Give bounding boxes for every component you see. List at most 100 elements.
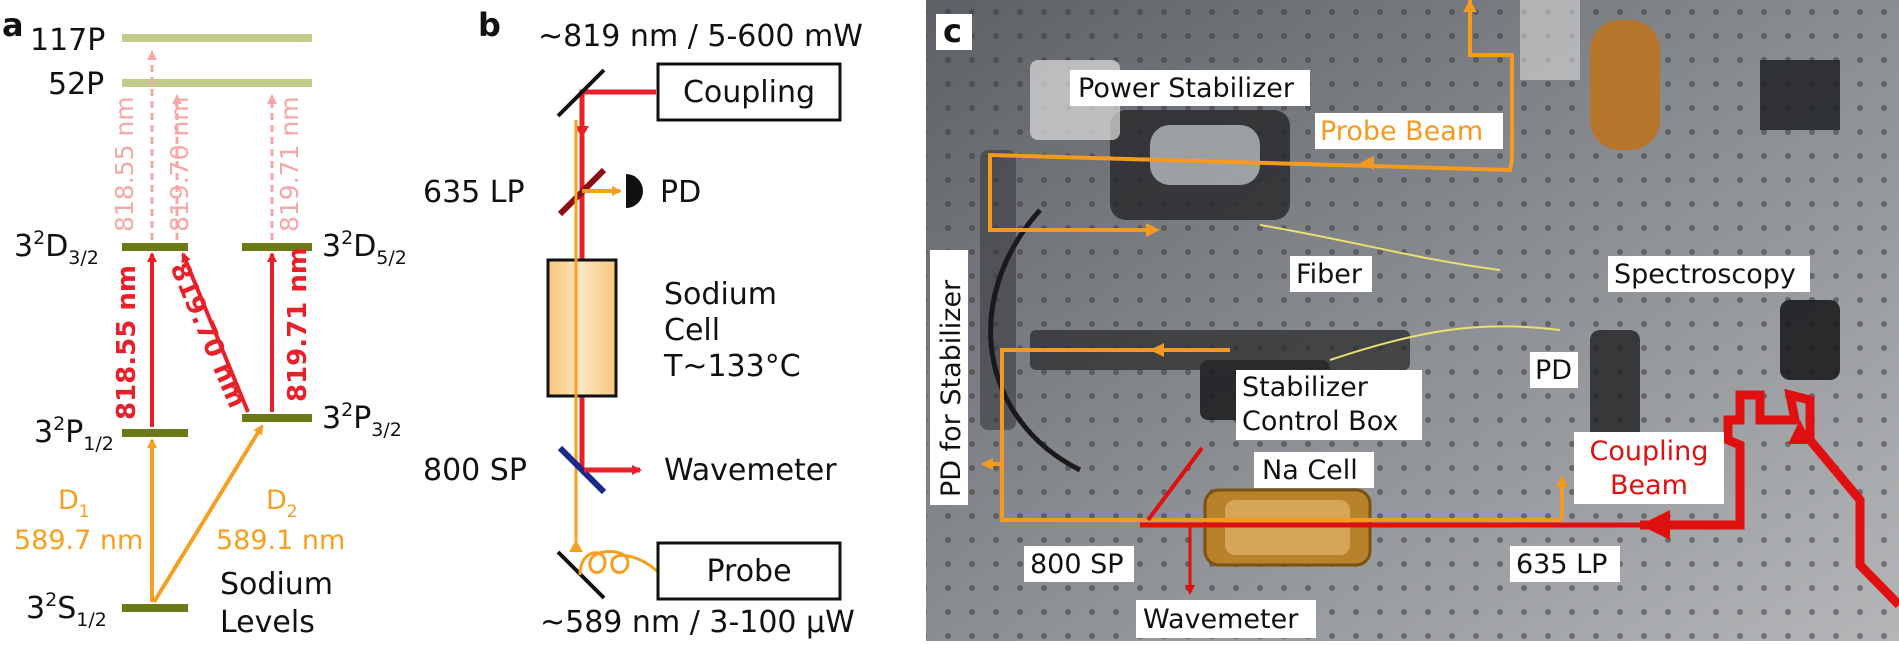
label-bg-probe-beam <box>1315 113 1503 149</box>
coupling-label-3: 819.71 nm <box>283 247 313 402</box>
label-probe-beam: Probe Beam <box>1320 116 1483 147</box>
label-bg-spectroscopy <box>1608 256 1810 292</box>
mirror-top <box>556 68 606 118</box>
sp-label: 800 SP <box>423 453 527 488</box>
panel-a-label: a <box>2 6 24 44</box>
label-bg-power-stabilizer <box>1070 70 1310 106</box>
label-bg-800sp <box>1024 546 1134 582</box>
label-bg-fiber <box>1290 256 1372 292</box>
panel-c-label-bg <box>936 14 972 50</box>
label-wavemeter: Wavemeter <box>1143 604 1299 635</box>
coupling-laser-spec: ~819 nm / 5-600 mW <box>538 19 863 54</box>
label-pd-for-stabilizer: PD for Stabilizer <box>936 279 967 497</box>
coupling-box <box>656 62 842 122</box>
label-800sp: 800 SP <box>1030 549 1124 580</box>
label-bg-na-cell <box>1254 452 1374 488</box>
probe-beam-arrow-3 <box>1463 0 1477 12</box>
level-3s12-label: 32S1/2 <box>26 589 107 631</box>
photodiode <box>626 174 643 208</box>
level-3s12 <box>122 604 188 612</box>
coupling-beam-arrowhead-big <box>1640 510 1670 540</box>
label-fiber: Fiber <box>1296 259 1363 290</box>
level-3d32 <box>122 243 188 251</box>
probe-beam-arrow-2 <box>1360 156 1374 170</box>
level-3p12-label: 32P1/2 <box>34 413 114 455</box>
label-bg-wavemeter <box>1136 600 1316 638</box>
level-3p12 <box>122 429 188 437</box>
pd-label: PD <box>660 175 701 210</box>
sodium-levels-line1: Sodium <box>220 567 333 602</box>
level-117p <box>122 34 312 42</box>
stabilizer-window <box>1150 125 1260 185</box>
black-cable <box>988 208 1082 473</box>
probe-laser-spec: ~589 nm / 3-100 μW <box>540 605 855 640</box>
equipment-top <box>1520 0 1580 80</box>
sodium-levels-line2: Levels <box>220 605 315 640</box>
label-coupling-line1: Coupling <box>1590 436 1709 467</box>
sodium-cell-line2: Cell <box>664 313 720 348</box>
rydberg-label-2: 819.70 nm <box>165 96 194 232</box>
probe-beam-arrow-1 <box>1146 223 1160 237</box>
photo-coupling-beam-right <box>1640 388 1899 609</box>
probe-beam-arrow-4 <box>1150 343 1164 357</box>
level-3d32-label: 32D3/2 <box>14 227 99 269</box>
dichroic-800sp <box>557 445 607 495</box>
label-coupling-line2: Beam <box>1610 470 1688 501</box>
photo-probe-beam-upper <box>988 0 1514 232</box>
sodium-cell-line3: T~133°C <box>663 349 801 384</box>
sodium-cell <box>546 258 618 398</box>
level-3p32 <box>242 414 312 422</box>
label-bg-635lp <box>1510 546 1620 582</box>
d2-label: D2 <box>266 485 298 522</box>
level-3d52 <box>242 243 312 251</box>
coupling-arrow-2 <box>181 252 250 413</box>
lp-label: 635 LP <box>423 175 525 210</box>
panel-c-label: c <box>943 12 962 50</box>
level-117p-label: 117P <box>30 23 105 58</box>
wavemeter-label: Wavemeter <box>664 453 837 488</box>
label-power-stabilizer: Power Stabilizer <box>1078 73 1295 104</box>
label-bg-coupling-beam <box>1574 432 1724 504</box>
level-3d52-label: 32D5/2 <box>322 227 407 269</box>
label-stabilizer-line1: Stabilizer <box>1242 372 1369 403</box>
label-bg-stabilizer-control <box>1236 370 1422 440</box>
d2-arrow <box>152 424 264 604</box>
coupling-beam-arrowhead-up <box>1788 420 1812 444</box>
panel-b-label: b <box>478 6 501 44</box>
panel-a: a 117P 52P 32D3/2 32D5/2 32P1/2 32P3/2 3… <box>2 6 407 640</box>
probe-box <box>656 541 842 601</box>
label-bg-pd <box>1530 352 1578 388</box>
label-na-cell: Na Cell <box>1262 455 1358 486</box>
label-pd: PD <box>1535 355 1572 386</box>
mount-right <box>1780 300 1840 380</box>
probe-beam-arrowhead <box>569 540 583 552</box>
coupling-label-2: 819.70 nm <box>164 258 252 412</box>
photo-probe-beam-lower <box>1000 348 1562 522</box>
yellow-fiber <box>1259 224 1501 271</box>
sodium-cell-line1: Sodium <box>664 277 777 312</box>
coupling-label-1: 818.55 nm <box>112 265 142 420</box>
d1-label: D1 <box>58 485 90 522</box>
d1-wavelength: 589.7 nm <box>14 525 143 556</box>
label-635lp: 635 LP <box>1516 549 1607 580</box>
label-bg-pd-stabilizer <box>930 250 968 505</box>
spectroscopy-device <box>1760 60 1840 130</box>
label-spectroscopy: Spectroscopy <box>1614 259 1796 290</box>
rydberg-label-1: 818.55 nm <box>110 96 139 232</box>
probe-box-label: Probe <box>706 554 791 589</box>
panel-c: c Power Stabilizer Probe Beam Fiber Spec… <box>926 0 1899 641</box>
level-52p <box>122 79 312 87</box>
label-stabilizer-line2: Control Box <box>1242 406 1398 437</box>
panel-b: b ~819 nm / 5-600 mW Coupling 635 LP PD … <box>423 6 863 640</box>
yellow-fiber-2 <box>1329 325 1561 361</box>
photo-coupling-to-wavemeter <box>1146 446 1204 522</box>
d2-wavelength: 589.1 nm <box>216 525 345 556</box>
fiber-coil <box>578 550 660 576</box>
rydberg-label-3: 819.71 nm <box>275 96 304 232</box>
coupling-box-label: Coupling <box>683 75 815 110</box>
copper-coil <box>1590 20 1660 150</box>
coupling-beam-arrowhead <box>575 126 589 138</box>
level-52p-label: 52P <box>48 67 104 102</box>
